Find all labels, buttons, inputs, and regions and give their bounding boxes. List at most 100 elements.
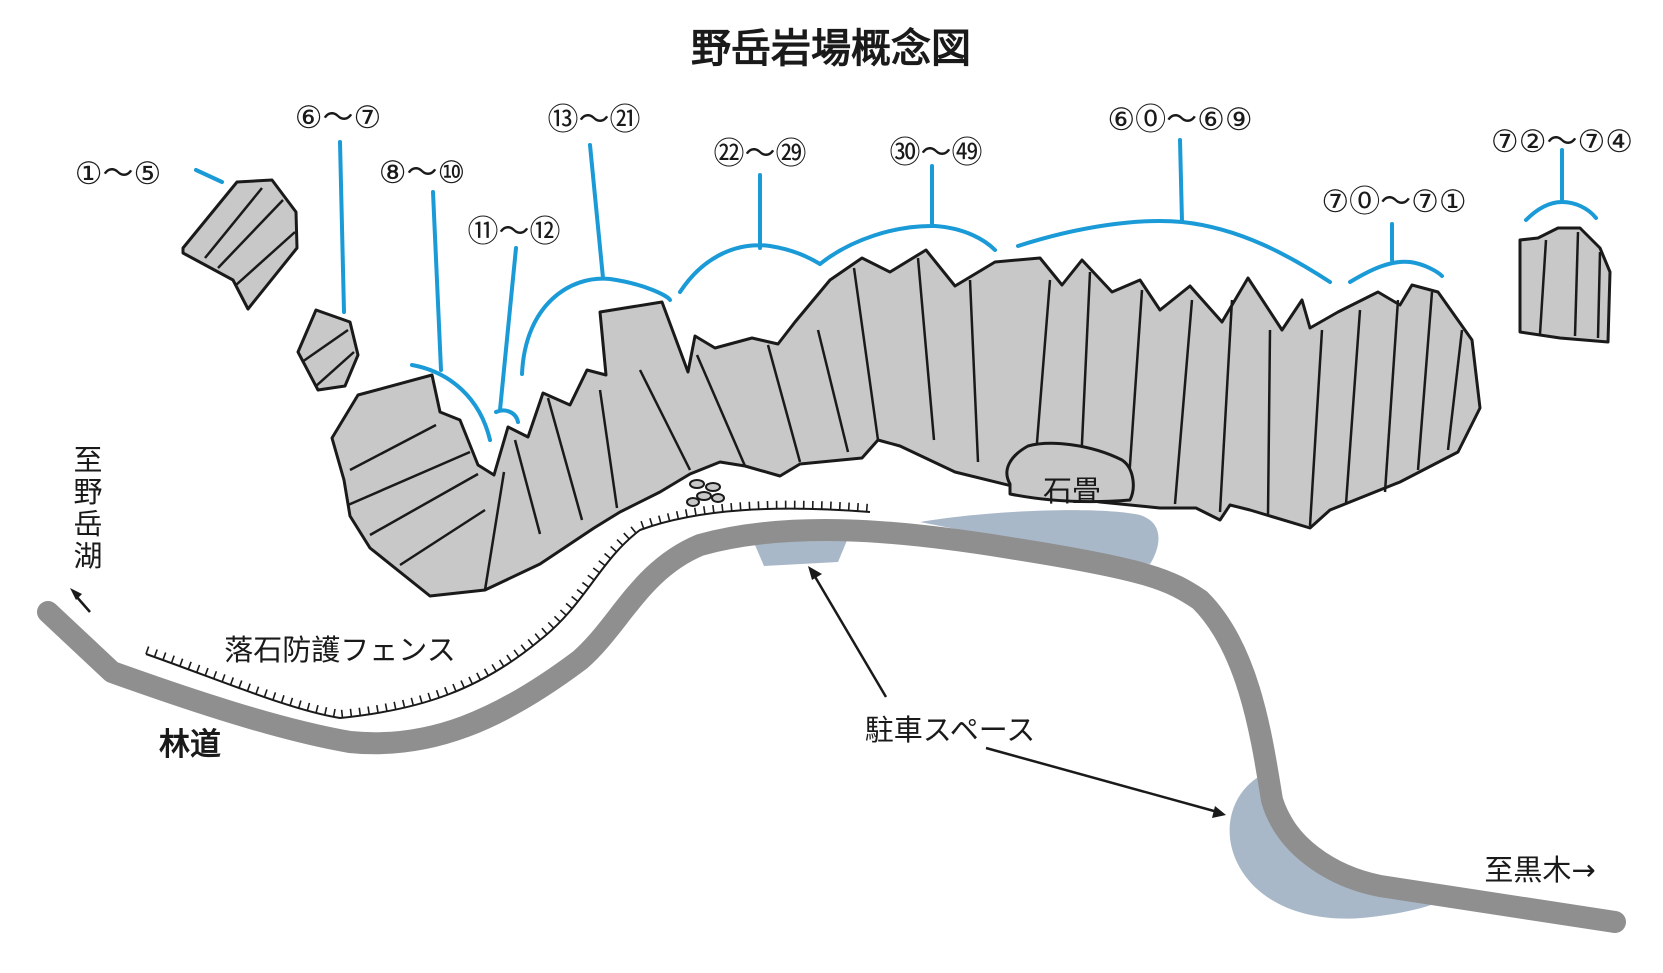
fence-tick [856,503,859,512]
fence-tick [553,615,561,623]
fence-tick [401,699,406,708]
fence-tick [587,574,595,581]
fence-tick [571,595,579,603]
bracket-6-7 [338,140,346,314]
fence-tick [410,697,415,706]
fence-tick [204,667,209,676]
fence-label: 落石防護フェンス [224,633,455,667]
fence-tick [229,677,235,686]
bracket-22-29 [678,173,822,294]
bracket-30-49 [818,164,997,266]
rockfall-fence [145,500,871,720]
fence-tick [565,602,573,610]
route-label-30-49: ㉚～㊾ [890,135,983,171]
fence-tick [730,503,733,512]
route-label-11-12: ⑪～⑫ [468,214,561,250]
route-label-8-10: ⑧～⑩ [379,155,466,191]
route-label-60-69: ⑥⓪～⑥⑨ [1107,102,1252,138]
fence-tick [195,664,201,673]
bracket-72-74 [1524,148,1598,222]
fence-tick [712,504,715,514]
fence-tick [393,701,397,710]
to-nodake-lake-arrow [70,588,91,613]
fence-tick [444,686,449,695]
bracket-8-10 [410,190,492,442]
fence-tick [179,658,184,667]
fence-tick [640,520,645,529]
fence-tick [547,621,555,629]
fence-tick [367,706,371,715]
rock-main-crag [330,248,1482,598]
fence-tick [592,567,601,574]
fence-tick [491,663,497,672]
fence-tick [170,655,175,664]
fence-tick [559,609,567,616]
fence-tick [616,539,624,546]
route-label-72-74: ⑦②～⑦④ [1491,124,1633,160]
fence-tick [675,511,680,520]
route-label-1-5: ①～⑤ [75,156,162,192]
route-labels: ①～⑤ ⑥～⑦ ⑧～⑩ ⑪～⑫ ⑬～㉑ ㉒～㉙ ㉚～㊾ ⑥⓪～⑥⑨ ⑦⓪～⑦① … [75,100,1633,250]
route-label-70-71: ⑦⓪～⑦① [1321,184,1466,220]
bracket-60-69 [1016,138,1332,284]
rock-72-74 [1518,226,1612,344]
fence-tick [153,649,158,658]
fence-tick [598,560,606,567]
fence-tick [255,686,260,695]
fence-tick [145,646,150,655]
fence-tick [576,588,584,596]
parking-area-right-top [920,510,1159,564]
fence-tick [349,708,353,717]
fence-tick [315,704,319,714]
fence-tick [332,708,336,718]
to-kuroki-label: 至黒木→ [1484,853,1595,887]
bracket-1-5 [194,168,224,184]
fence-tick [649,517,654,527]
fence-tick [541,627,548,635]
map-title: 野岳岩場概念図 [691,26,971,72]
fence-tick [739,502,742,511]
fence-tick [427,692,432,701]
fence-tick [272,692,277,701]
fence-tick [306,702,311,711]
fence-tick [323,707,328,716]
fence-tick [162,652,167,661]
fence-tick [513,649,520,657]
parking-area-center [752,538,848,566]
parking-arrow-right [985,746,1226,818]
fence-tick [657,515,662,524]
fence-tick [630,526,637,534]
fence-tick [238,680,243,689]
fence-tick [263,689,268,698]
fence-tick [376,704,379,714]
forest-road [37,519,1626,933]
fence-tick [721,503,724,513]
fence-tick [581,581,590,588]
rock-6-7 [296,308,360,392]
route-label-6-7: ⑥～⑦ [295,100,382,136]
route-brackets [194,138,1598,442]
fence-tick [297,700,302,709]
fence-tick [610,545,618,553]
crag-rocks [181,178,1612,598]
forest-road-label: 林道 [159,727,221,763]
fence-tick [289,697,294,706]
fence-tick [246,683,251,692]
fence-tick [340,709,344,718]
fence-tick [534,633,541,641]
fence-tick [280,694,285,704]
fence-tick [452,683,457,692]
to-nodake-lake-label: 至野岳湖 [73,443,102,573]
ishidatami-rock [1005,441,1135,504]
fence-tick [221,674,226,683]
fence-tick [623,532,630,540]
route-label-13-21: ⑬～㉑ [548,102,641,138]
fence-tick [483,668,490,677]
fence-tick [187,661,192,670]
fence-tick [684,509,688,518]
parking-label: 駐車スペース [865,713,1036,747]
fence-tick [702,506,706,515]
fence-tick [693,507,697,516]
fence-tick [498,659,505,667]
